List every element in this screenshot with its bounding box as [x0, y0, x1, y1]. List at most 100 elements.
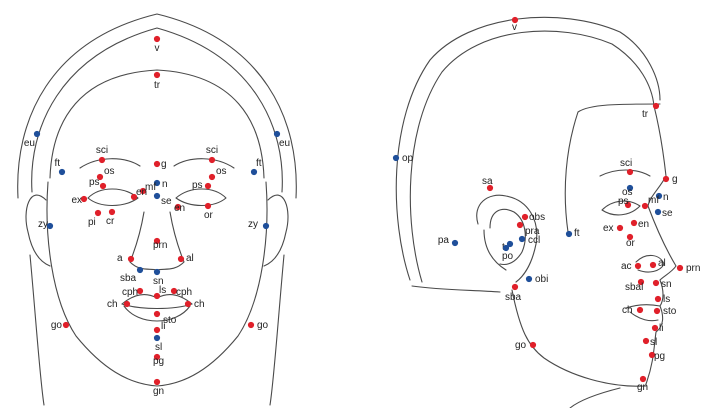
lateral-landmark-ac-label: ac: [621, 261, 632, 272]
frontal-landmark-os-label: os: [104, 166, 115, 177]
frontal-landmark-v-label: v: [155, 43, 160, 54]
lateral-landmark-op-dot: [392, 154, 400, 162]
frontal-landmark-ch-dot: [123, 300, 131, 308]
lateral-landmark-n-dot: [655, 192, 663, 200]
lateral-landmark-sci-dot: [626, 168, 634, 176]
frontal-landmark-al-dot: [177, 255, 185, 263]
frontal-landmark-cr-dot: [108, 208, 116, 216]
frontal-landmark-en-dot: [174, 203, 182, 211]
frontal-landmark-sba-label: sba: [120, 273, 137, 284]
frontal-landmark-se-label: se: [161, 196, 172, 207]
lateral-landmark-prn-dot: [676, 264, 684, 272]
frontal-landmark-or-label: or: [204, 210, 214, 221]
lateral-landmark-g-label: g: [672, 174, 678, 185]
frontal-landmark-cr-label: cr: [106, 216, 115, 227]
frontal-landmark-go-dot: [62, 321, 70, 329]
frontal-landmark-or-dot: [204, 202, 212, 210]
lateral-landmark-sto-dot: [653, 307, 661, 315]
lateral-landmark-sl-label: sl: [650, 337, 657, 348]
frontal-landmark-sl-label: sl: [155, 342, 162, 353]
frontal-landmark-eu-dot: [273, 130, 281, 138]
lateral-landmark-ex-label: ex: [603, 223, 614, 234]
frontal-ear-right: [263, 194, 289, 267]
lateral-landmark-sa-dot: [486, 184, 494, 192]
lateral-landmark-ps-dot: [624, 201, 632, 209]
lateral-landmark-ft-label: ft: [574, 228, 580, 239]
frontal-landmark-go-dot: [247, 321, 255, 329]
frontal-landmark-ls-dot: [153, 292, 161, 300]
lateral-landmark-ac-dot: [634, 262, 642, 270]
lateral-landmark-sn-label: sn: [661, 279, 672, 290]
lateral-landmark-pg-label: pg: [654, 351, 665, 362]
lateral-landmark-se-dot: [654, 208, 662, 216]
lateral-landmark-gn-dot: [639, 375, 647, 383]
frontal-landmark-sl-dot: [153, 334, 161, 342]
lateral-ear-inner: [489, 208, 526, 266]
lateral-skull-inner: [409, 30, 655, 283]
frontal-landmark-ps-dot: [204, 182, 212, 190]
lateral-brow: [599, 169, 651, 177]
frontal-landmark-eu-label: eu: [279, 138, 290, 149]
lateral-landmark-g-dot: [662, 175, 670, 183]
lateral-landmark-sa-label: sa: [482, 176, 493, 187]
frontal-landmark-ls-label: ls: [159, 285, 166, 296]
frontal-brow-right: [173, 158, 235, 169]
lateral-landmark-os-label: os: [622, 187, 633, 198]
frontal-landmark-tr-dot: [153, 71, 161, 79]
lateral-lower-lip: [629, 311, 659, 322]
lateral-landmark-pra-label: pra: [525, 226, 540, 237]
lateral-landmark-al-label: al: [658, 258, 666, 269]
frontal-landmark-eu-dot: [33, 130, 41, 138]
frontal-landmark-li-label: li: [161, 321, 165, 332]
frontal-landmark-mf-label: mf: [145, 182, 156, 193]
frontal-face-contour: [46, 181, 268, 387]
frontal-landmark-li-dot: [153, 326, 161, 334]
frontal-landmark-os-label: os: [216, 166, 227, 177]
frontal-neck-right: [269, 254, 285, 406]
lateral-landmark-ch-dot: [636, 306, 644, 314]
lateral-landmark-or-dot: [626, 233, 634, 241]
lateral-landmark-li-dot: [651, 324, 659, 332]
frontal-landmark-eu-label: eu: [24, 138, 35, 149]
frontal-landmark-en-dot: [130, 193, 138, 201]
lateral-ear-helix: [483, 229, 507, 271]
lateral-landmark-pa-dot: [451, 239, 459, 247]
lateral-landmark-ls-dot: [654, 295, 662, 303]
frontal-landmark-mf-dot: [139, 187, 147, 195]
lateral-landmark-go-dot: [529, 341, 537, 349]
lateral-landmark-mf-label: mf: [648, 195, 659, 206]
lateral-landmark-n-label: n: [663, 192, 669, 203]
lateral-landmark-po-dot: [502, 244, 510, 252]
frontal-landmark-cph-dot: [136, 287, 144, 295]
frontal-landmark-en-label: en: [136, 187, 147, 198]
lateral-landmark-obi-label: obi: [535, 274, 548, 285]
lateral-landmark-or-label: or: [626, 238, 636, 249]
frontal-landmark-sci-dot: [208, 156, 216, 164]
frontal-landmark-go-label: go: [257, 320, 269, 331]
lateral-landmark-obs-label: obs: [529, 212, 545, 223]
lateral-landmark-ccl-label: ccl: [528, 235, 540, 246]
frontal-landmark-pi-dot: [94, 209, 102, 217]
frontal-landmark-ch-label: ch: [107, 299, 118, 310]
frontal-landmark-n-dot: [153, 179, 161, 187]
lateral-ear-outer: [476, 194, 538, 283]
frontal-landmark-go-label: go: [51, 320, 63, 331]
frontal-landmark-n-label: n: [162, 179, 168, 190]
lateral-landmark-go-label: go: [515, 340, 527, 351]
lateral-neck-front: [569, 387, 621, 408]
lateral-landmark-ex-dot: [616, 224, 624, 232]
frontal-landmark-en-label: en: [174, 203, 185, 214]
frontal-landmark-al-label: al: [186, 253, 194, 264]
lateral-landmark-op-label: op: [402, 153, 414, 164]
frontal-skull-outer: [17, 13, 297, 199]
frontal-landmark-ex-dot: [80, 195, 88, 203]
frontal-landmark-sci-dot: [98, 156, 106, 164]
lateral-landmark-en-label: en: [638, 219, 649, 230]
frontal-landmark-ps-dot: [99, 182, 107, 190]
lateral-landmark-sbal-label: sbal: [625, 282, 643, 293]
lateral-landmark-sto-label: sto: [663, 306, 677, 317]
lateral-landmark-ps-label: ps: [618, 196, 629, 207]
lateral-landmark-obs-dot: [521, 213, 529, 221]
